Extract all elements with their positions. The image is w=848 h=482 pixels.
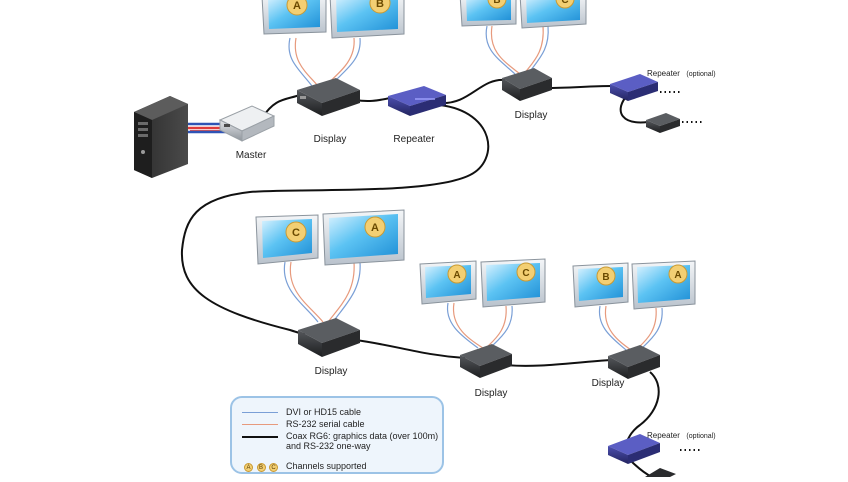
channel-badge bbox=[555, 0, 575, 9]
display-unit-2 bbox=[502, 68, 552, 101]
chip-b-icon: B bbox=[256, 463, 266, 472]
channel-letter: A bbox=[674, 270, 681, 281]
channel-letter: B bbox=[493, 0, 500, 6]
label-repeater-optional-bottom: Repeater (optional) bbox=[647, 425, 716, 442]
monitor-top-left-2: B bbox=[329, 0, 405, 39]
repeater-unit bbox=[388, 86, 446, 116]
channel-badge bbox=[364, 216, 386, 238]
optional-repeater-top bbox=[610, 74, 658, 101]
legend-channels: A B C Channels supported bbox=[244, 461, 367, 472]
legend-channels-text: Channels supported bbox=[286, 461, 367, 471]
channel-badge bbox=[447, 264, 467, 284]
channel-letter: A bbox=[371, 222, 379, 234]
repeater-optional-main: Repeater bbox=[647, 431, 680, 440]
label-display-4: Display bbox=[475, 388, 508, 399]
coax-display4-to-display5 bbox=[504, 359, 613, 367]
label-display-5: Display bbox=[592, 378, 625, 389]
label-repeater-optional-top: Repeater (optional) bbox=[647, 63, 716, 80]
monitor-row2-2: C bbox=[480, 258, 546, 308]
legend: DVI or HD15 cable RS-232 serial cable Co… bbox=[230, 396, 444, 474]
master-unit bbox=[218, 105, 276, 142]
optional-repeater-bottom bbox=[608, 434, 660, 464]
pc-to-master-cables bbox=[186, 122, 226, 134]
coax-display2-to-optional-repeater bbox=[544, 85, 613, 89]
endpoint-unit-small bbox=[646, 113, 680, 133]
monitor-mid-1: C bbox=[255, 214, 319, 265]
coax-display3-to-display4 bbox=[354, 339, 466, 359]
label-display-1: Display bbox=[314, 134, 347, 145]
channel-letter: C bbox=[292, 227, 300, 239]
display-unit-3 bbox=[298, 318, 360, 357]
channel-badge bbox=[285, 221, 307, 243]
channel-letter: A bbox=[453, 270, 460, 281]
monitor-top-left-1: A bbox=[261, 0, 327, 35]
label-display-3: Display bbox=[315, 366, 348, 377]
label-master: Master bbox=[236, 150, 267, 161]
coax-bottom-branch bbox=[629, 459, 653, 478]
coax-display1-to-repeater bbox=[354, 97, 391, 103]
coax-long-loop bbox=[180, 104, 490, 335]
monitor-top-right-1: B bbox=[459, 0, 517, 27]
channel-badge bbox=[668, 264, 688, 284]
chip-a-icon: A bbox=[244, 463, 253, 472]
repeater-optional-main: Repeater bbox=[647, 69, 680, 78]
monitor-row2-1: A bbox=[419, 260, 477, 305]
legend-coax-text-2: and RS-232 one-way bbox=[286, 441, 371, 451]
display-unit-4 bbox=[460, 344, 512, 378]
display-unit-1 bbox=[297, 78, 360, 116]
channel-letter: B bbox=[376, 0, 384, 10]
rs232-swatch bbox=[242, 424, 278, 425]
channel-badge bbox=[516, 262, 536, 282]
channel-badge bbox=[596, 266, 616, 286]
channel-letter: A bbox=[293, 0, 301, 12]
legend-rs232-text: RS-232 serial cable bbox=[286, 419, 365, 429]
channel-badge bbox=[487, 0, 507, 9]
coax-repeater-to-display2 bbox=[439, 78, 506, 105]
repeater-optional-suffix: (optional) bbox=[686, 433, 715, 440]
display-unit-5 bbox=[608, 345, 660, 379]
channel-letter: B bbox=[602, 272, 609, 283]
coax-swatch bbox=[242, 436, 278, 438]
label-repeater: Repeater bbox=[393, 134, 435, 145]
endpoint-unit-bottom bbox=[645, 468, 676, 477]
legend-coax-text-1: Coax RG6: graphics data (over 100m) bbox=[286, 431, 439, 441]
dvi-swatch bbox=[242, 412, 278, 413]
legend-dvi-text: DVI or HD15 cable bbox=[286, 407, 362, 417]
coax-optional-repeater-branch bbox=[619, 97, 649, 124]
pc-tower bbox=[134, 96, 188, 178]
channel-badge bbox=[369, 0, 391, 14]
chip-c-icon: C bbox=[269, 463, 279, 472]
channel-letter: C bbox=[522, 268, 529, 279]
label-display-2: Display bbox=[515, 110, 548, 121]
repeater-optional-suffix: (optional) bbox=[686, 71, 715, 78]
monitor-row3-1: B bbox=[572, 262, 629, 308]
channel-letter: C bbox=[561, 0, 568, 6]
monitor-top-right-2: C bbox=[519, 0, 587, 29]
monitor-mid-2: A bbox=[322, 209, 405, 266]
monitor-row3-2: A bbox=[631, 260, 696, 310]
channel-badge bbox=[286, 0, 308, 16]
